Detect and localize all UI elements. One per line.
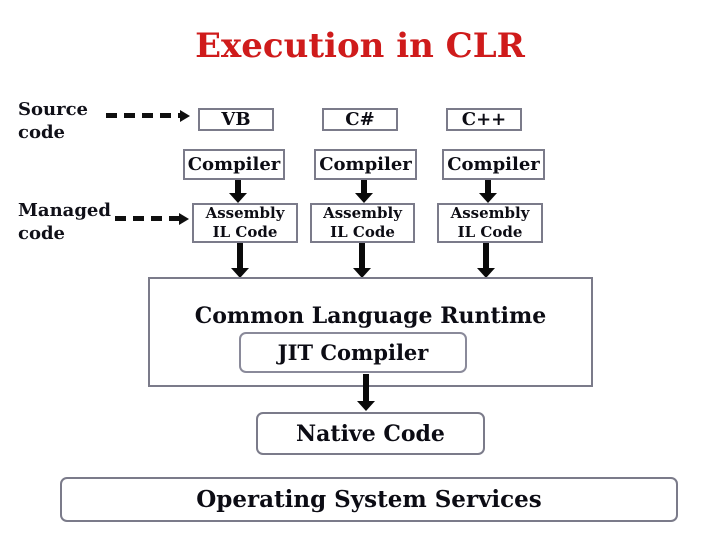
compiler-label: Compiler xyxy=(319,154,412,175)
down-arrow-icon xyxy=(483,243,489,268)
assembly-il-box-cpp: Assembly IL Code xyxy=(437,203,543,243)
native-code-label: Native Code xyxy=(296,420,445,447)
os-services-label: Operating System Services xyxy=(196,486,542,513)
down-arrow-icon xyxy=(235,180,241,193)
assembly-label-line2: IL Code xyxy=(457,223,523,241)
source-code-label: Source code xyxy=(18,99,88,143)
assembly-il-box-vb: Assembly IL Code xyxy=(192,203,298,243)
language-box-csharp: C# xyxy=(322,108,398,131)
assembly-label-line2: IL Code xyxy=(212,223,278,241)
down-arrow-icon xyxy=(485,180,491,193)
dashed-arrow-source-icon xyxy=(106,113,180,118)
down-arrow-icon xyxy=(237,243,243,268)
down-arrow-icon xyxy=(361,180,367,193)
dashed-arrow-managed-icon xyxy=(115,216,179,221)
language-box-cpp: C++ xyxy=(446,108,522,131)
page-title: Execution in CLR xyxy=(195,26,525,66)
compiler-label: Compiler xyxy=(187,154,281,175)
assembly-label-line2: IL Code xyxy=(330,223,395,241)
os-services-box: Operating System Services xyxy=(60,477,678,522)
managed-code-label: Managed code xyxy=(18,200,111,244)
compiler-box-csharp: Compiler xyxy=(314,149,417,180)
jit-compiler-box: JIT Compiler xyxy=(239,332,467,373)
language-label: VB xyxy=(221,109,251,130)
language-label: C# xyxy=(345,109,375,130)
jit-compiler-label: JIT Compiler xyxy=(277,340,429,365)
down-arrow-icon xyxy=(363,374,369,401)
compiler-box-cpp: Compiler xyxy=(442,149,545,180)
clr-title: Common Language Runtime xyxy=(194,303,547,329)
assembly-il-box-csharp: Assembly IL Code xyxy=(310,203,415,243)
assembly-label-line1: Assembly xyxy=(450,204,530,222)
down-arrow-icon xyxy=(359,243,365,268)
language-label: C++ xyxy=(461,109,507,130)
language-box-vb: VB xyxy=(198,108,274,131)
compiler-label: Compiler xyxy=(447,154,540,175)
native-code-box: Native Code xyxy=(256,412,485,455)
assembly-label-line1: Assembly xyxy=(323,204,402,222)
compiler-box-vb: Compiler xyxy=(183,149,285,180)
assembly-label-line1: Assembly xyxy=(205,204,285,222)
